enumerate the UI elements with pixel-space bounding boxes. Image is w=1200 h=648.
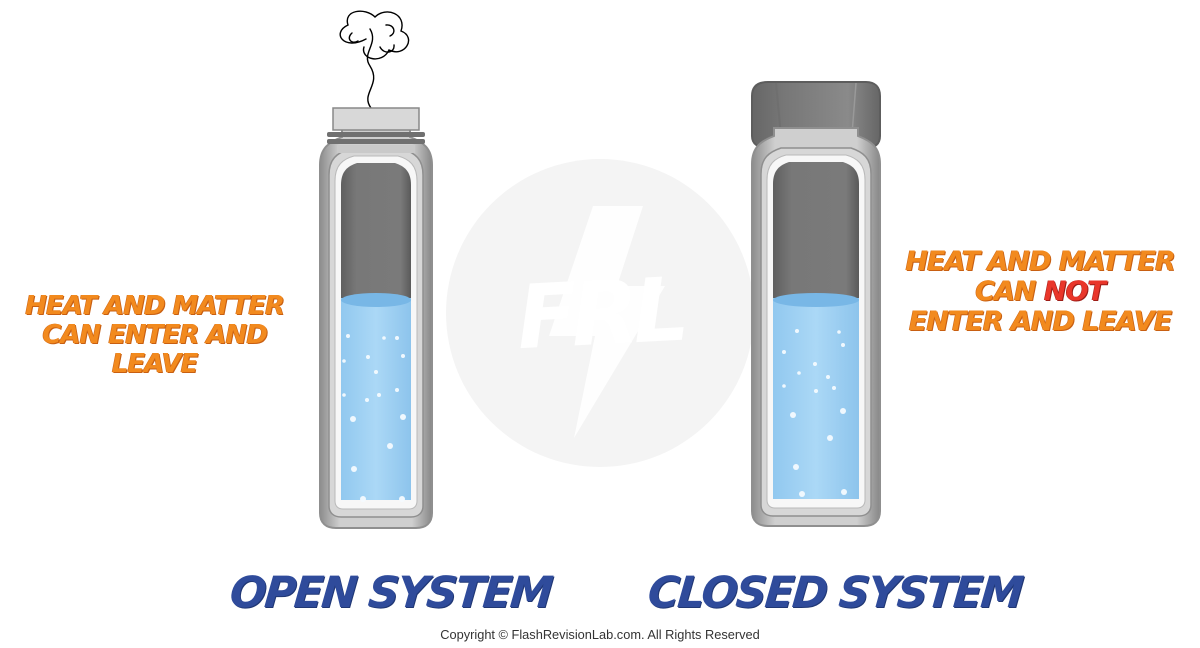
copyright-text: Copyright © FlashRevisionLab.com. All Ri… [440, 627, 760, 642]
not-highlight: NOT [1043, 276, 1106, 308]
watermark-logo: FRL [445, 158, 755, 468]
water-bubbles [342, 334, 406, 502]
open-bottle [319, 10, 433, 529]
lightning-bolt-icon [549, 206, 665, 438]
watermark-text: FRL [514, 257, 686, 369]
open-system-description: HEAT AND MATTER CAN ENTER AND LEAVE [12, 291, 297, 380]
open-description-line-2: CAN ENTER AND LEAVE [42, 320, 268, 380]
closed-description-line-3: ENTER AND LEAVE [908, 306, 1172, 338]
closed-description-line-2: CAN NOT [905, 277, 1175, 307]
watermark-circle-icon [446, 159, 754, 467]
closed-description-line-1: HEAT AND MATTER [905, 246, 1175, 277]
closed-system-title: CLOSED SYSTEM [645, 568, 1024, 618]
steam-cloud-icon [339, 10, 410, 109]
closed-system-description: HEAT AND MATTER CAN NOT ENTER AND LEAVE [905, 246, 1175, 338]
closed-bottle [751, 81, 881, 527]
water-bubbles [782, 329, 847, 497]
open-description-line-1: HEAT AND MATTER [25, 291, 285, 321]
open-system-title: OPEN SYSTEM [227, 568, 554, 618]
closed-description-prefix: CAN [975, 276, 1044, 308]
